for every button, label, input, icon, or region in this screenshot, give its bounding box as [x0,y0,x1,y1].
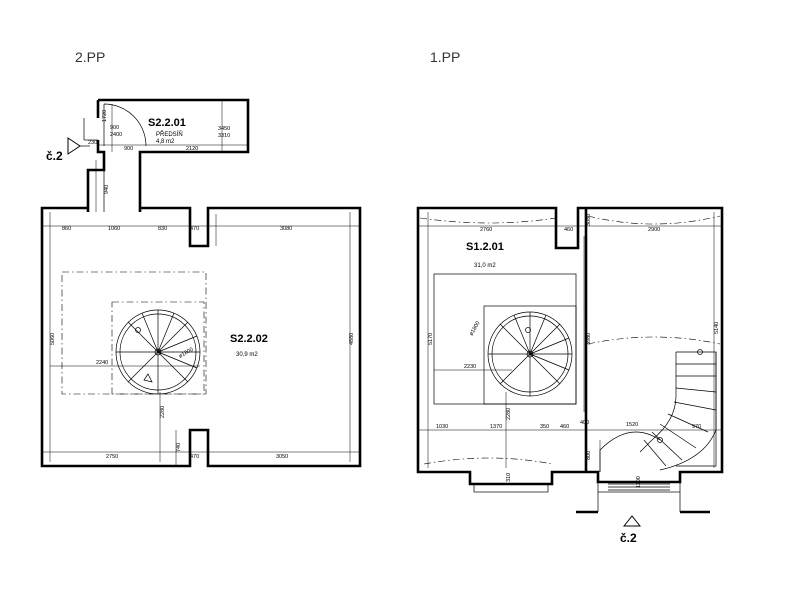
plan-1pp: S1.2.01 31,0 m2 2760 460 3080 2900 5170 … [416,206,724,545]
dim-text: 740 [176,443,182,452]
dim-text: 1100 [636,476,642,488]
dim-text: 5060 [50,333,56,345]
dim-text: 900 [110,125,119,131]
dim-text: ø1800 [469,320,482,337]
dim-text: 1520 [626,422,638,428]
room-code-s1201: S1.2.01 [466,241,504,253]
dim-text: 1370 [490,424,502,430]
wall-s2202 [40,206,362,468]
dim-text: 1030 [436,424,448,430]
dim-text: 3980 [586,333,592,345]
dim-text: 470 [190,454,199,460]
dim-text: 3450 [218,126,230,132]
dim-text: 2120 [186,146,198,152]
spiral-stair-left [115,309,201,395]
dim-text: 350 [540,424,549,430]
dim-text: 400 [580,420,589,426]
dim-text: 5170 [428,333,434,345]
room-area-s2202: 30,9 m2 [236,352,258,358]
dim-text: 3050 [276,454,288,460]
sheet-title-right: 1.PP [430,49,460,65]
winding-stair [599,349,717,472]
plan-2pp: S2.2.01 PŘEDSÍŇ 4,8 m2 S2.2.02 30,9 m2 1… [40,98,362,468]
section-mark-label-left: č.2 [46,149,63,163]
opening-outline-right [433,273,577,405]
dim-text: 5140 [714,322,720,334]
dim-text: 460 [560,424,569,430]
door-swing [103,103,147,147]
entrance-steps [473,481,710,514]
room-name-s2201: PŘEDSÍŇ [156,130,183,138]
dim-text: 860 [62,226,71,232]
sheet-title-left: 2.PP [75,49,105,65]
dim-text: 2760 [480,227,492,233]
dim-text: 2230 [464,364,476,370]
dim-text: 470 [190,226,199,232]
dim-text: ø1800 [178,347,195,360]
dim-text: 830 [158,226,167,232]
dim-text: 460 [564,227,573,233]
opening-outline [61,271,207,395]
dim-text: 2280 [506,408,512,420]
dim-text: 3080 [586,214,592,226]
section-mark-label-right: č.2 [620,531,637,545]
dim-text: 800 [586,451,592,460]
dim-text: 900 [124,146,133,152]
dim-text: 230 [88,140,97,146]
dim-text: 2240 [96,360,108,366]
dim-text: 970 [692,424,701,430]
section-mark-right: č.2 [620,515,642,545]
dim-text: 2400 [110,132,122,138]
dim-text: 3080 [280,226,292,232]
wall-s1201 [416,206,724,486]
dim-text: 2900 [648,227,660,233]
dim-text: 1060 [108,226,120,232]
section-mark-left: č.2 [46,137,90,163]
dim-text: 310 [506,473,512,482]
dim-text: 3310 [218,133,230,139]
room-area-s2201: 4,8 m2 [156,139,175,145]
room-code-s2202: S2.2.02 [230,333,268,345]
spiral-stair-right [487,311,573,397]
dim-text: 2280 [160,406,166,418]
dim-text: 940 [104,185,110,194]
dim-text: 4880 [349,333,355,345]
room-code-s2201: S2.2.01 [148,117,186,129]
room-area-s1201: 31,0 m2 [474,263,496,269]
dim-text: 2750 [106,454,118,460]
dim-text: 1720 [102,110,108,122]
